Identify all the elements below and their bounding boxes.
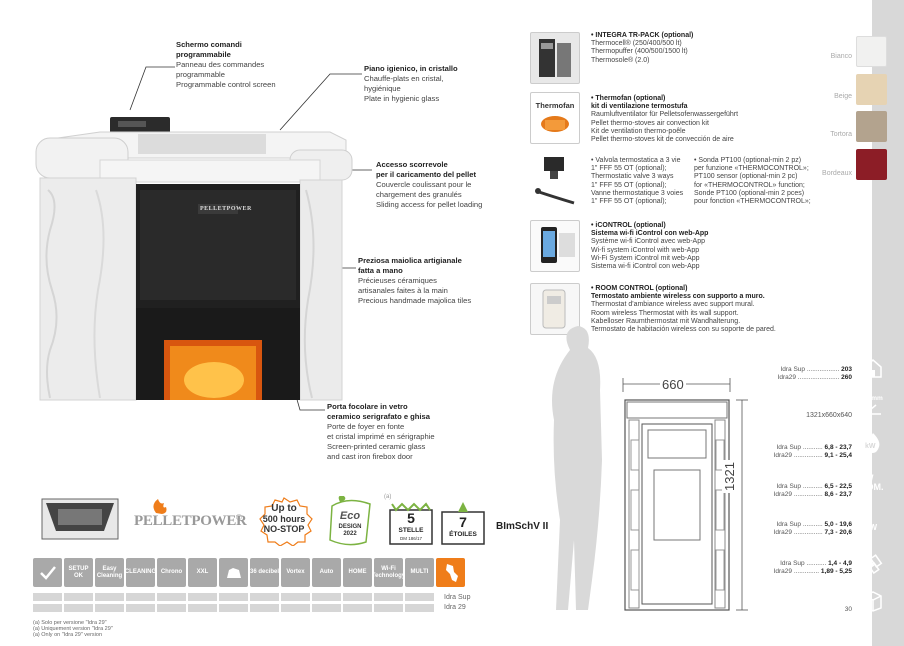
dim-height: 1321 (722, 460, 737, 493)
dimensions-icon: mm (860, 392, 886, 418)
bar-row-idra-sup (33, 593, 434, 601)
color-label-0: Bianco (830, 53, 852, 60)
feature-cleaning: CLEANING (126, 558, 155, 587)
feature-wifi: Wi-Fi Technology (374, 558, 403, 587)
5-stelle-badge: 5 STELLE DM 186/17 (388, 502, 434, 546)
hopper-image (40, 495, 120, 545)
7-etoiles-badge: 7 ÉTOILES (440, 500, 486, 546)
color-swatch-bianco[interactable] (856, 36, 887, 67)
spec-nominal: Idra Sup ........... 6,5 - 22,5 Idra29 .… (773, 483, 852, 498)
option-thermofan: • Thermofan (optional) kit di ventilazio… (591, 95, 739, 144)
option-valve: • Valvola termostatica a 3 vie 1" FFF 55… (591, 157, 684, 206)
glass-plate (138, 134, 266, 154)
dim-width: 660 (660, 377, 686, 392)
power-icon: kW (860, 430, 886, 456)
bar-row-idra-29 (33, 604, 434, 612)
note-marker: (a) (384, 494, 392, 500)
pelletpower-logo: PELLETPOWER ® (134, 497, 247, 537)
feature-auto: Auto (312, 558, 341, 587)
feature-home: HOME (343, 558, 372, 587)
color-label-1: Beige (834, 93, 852, 100)
annotation-plate: Piano igienico, in cristallo Chauffe-pla… (364, 64, 458, 103)
feature-animal-icon (219, 558, 248, 587)
option-icontrol: • iCONTROL (optional) Sistema wi-fi iCon… (591, 222, 709, 271)
spec-water: Idra Sup ........... 5,0 - 19,6 Idra29 .… (773, 521, 852, 536)
annotation-majolica: Preziosa maiolica artigianale fatta a ma… (358, 256, 472, 305)
tank-icon (860, 588, 886, 614)
color-label-2: Tortora (830, 131, 852, 138)
feature-decibel: 36 decibel (250, 558, 279, 587)
spec-consumption: Idra Sup ........... 1,4 - 4,9 Idra29 ..… (773, 560, 852, 575)
feature-easy-cleaning: Easy Cleaning (95, 558, 124, 587)
pellet-icon (860, 550, 886, 576)
bimschv-label: BImSchV II (496, 521, 549, 532)
color-swatch-tortora[interactable] (856, 111, 887, 142)
height-icon (860, 355, 886, 381)
room-control-image (530, 283, 580, 335)
water-power-icon: kW (860, 510, 886, 536)
feature-chrono: Chrono (157, 558, 186, 587)
right-sidebar (872, 0, 904, 646)
footnotes: (a) Solo per versione "Idra 29" (a) Uniq… (33, 620, 113, 638)
stove-brand: PELLETPOWER (200, 206, 252, 212)
annotation-access: Accesso scorrevole per il caricamento de… (376, 160, 483, 209)
color-swatch-beige[interactable] (856, 74, 887, 105)
option-room-control: • ROOM CONTROL (optional) Termostato amb… (591, 285, 776, 334)
bar-row-labels: Idra Sup Idra 29 (444, 594, 471, 611)
feature-check-icon (33, 558, 62, 587)
color-swatch-bordeaux[interactable] (856, 149, 887, 180)
feature-icons: SETUP OK Easy Cleaning CLEANING Chrono X… (33, 558, 465, 587)
annotation-door: Porta focolare in vetro ceramico serigra… (327, 402, 435, 461)
spec-height: Idra Sup .................. 203 Idra29 .… (777, 366, 852, 381)
tr-pack-image (530, 32, 580, 84)
feature-xxl: XXL (188, 558, 217, 587)
spec-power: Idra Sup ........... 6,8 - 23,7 Idra29 .… (773, 444, 852, 459)
icontrol-image (530, 220, 580, 272)
annotation-screen: Schermo comandi programmabile Panneau de… (176, 40, 276, 89)
feature-multi: MULTI (405, 558, 434, 587)
stove-illustration (35, 66, 372, 411)
color-label-3: Bordeaux (822, 170, 852, 177)
spec-size: 1321x660x640 (806, 412, 852, 419)
thermofan-image: Thermofan (530, 92, 580, 144)
500-hours-badge: Up to 500 hours NO-STOP (254, 496, 314, 546)
feature-italia (436, 558, 465, 587)
option-sensor: • Sonda PT100 (optional-min 2 pz) per fu… (694, 157, 811, 206)
valve-image (530, 153, 580, 205)
spec-tank: 30 (844, 606, 852, 613)
nominal-power-icon: kW NOM. (860, 473, 884, 492)
feature-vortex: Vortex (281, 558, 310, 587)
option-tr-pack: • INTEGRA TR-PACK (optional) Thermocell®… (591, 32, 694, 64)
feature-setup-ok: SETUP OK (64, 558, 93, 587)
dimension-drawing (552, 326, 748, 611)
eco-design-badge: Eco DESIGN 2022 (322, 496, 378, 548)
